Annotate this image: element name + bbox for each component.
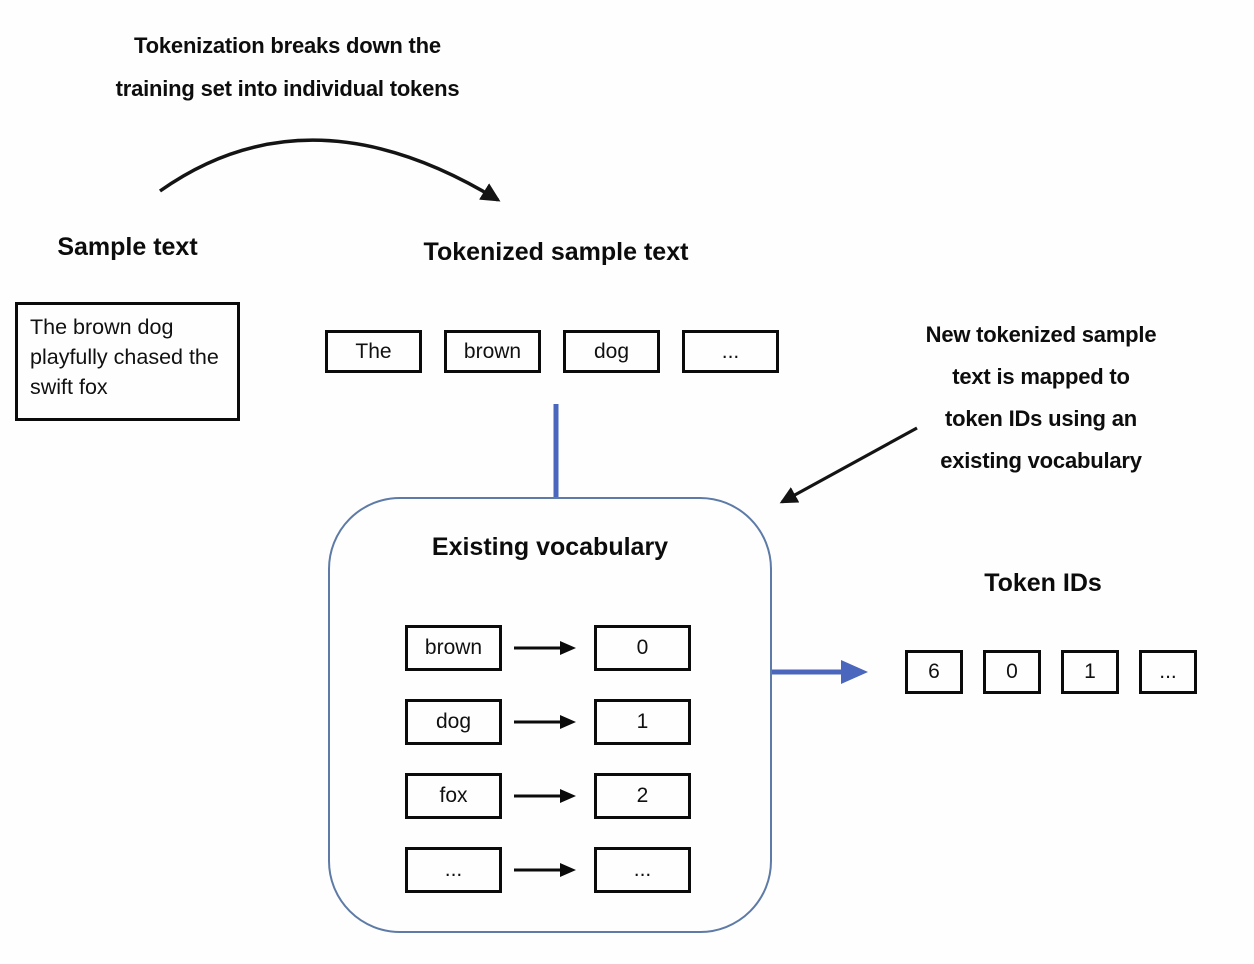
vocabulary-row: brown 0 <box>405 625 691 671</box>
top-annotation: Tokenization breaks down the training se… <box>85 24 490 110</box>
token-row: The brown dog ... <box>325 330 779 373</box>
top-annotation-line2: training set into individual tokens <box>115 76 460 101</box>
right-annotation-line2: text is mapped to <box>952 364 1130 389</box>
vocab-id-box: 1 <box>594 699 691 745</box>
vocab-token-box: ... <box>405 847 502 893</box>
curved-arrow-icon <box>158 138 501 202</box>
vocabulary-row: fox 2 <box>405 773 691 819</box>
sample-text-box: The brown dog playfully chased the swift… <box>15 302 240 421</box>
token-ids-heading: Token IDs <box>984 569 1102 597</box>
vocab-id-box: 2 <box>594 773 691 819</box>
map-arrow-icon <box>514 641 576 655</box>
vocab-token-box: dog <box>405 699 502 745</box>
token-box: brown <box>444 330 541 373</box>
vocab-id-box: 0 <box>594 625 691 671</box>
flow-arrowhead-icon <box>841 660 868 684</box>
token-box: The <box>325 330 422 373</box>
token-box: dog <box>563 330 660 373</box>
top-annotation-line1: Tokenization breaks down the <box>134 33 441 58</box>
right-annotation-line1: New tokenized sample <box>925 322 1157 347</box>
token-ids-row: 6 0 1 ... <box>905 650 1197 694</box>
vocabulary-row: ... ... <box>405 847 691 893</box>
vocabulary-row: dog 1 <box>405 699 691 745</box>
token-id-box: ... <box>1139 650 1197 694</box>
vocab-id-box: ... <box>594 847 691 893</box>
map-arrow-icon <box>514 715 576 729</box>
token-id-box: 0 <box>983 650 1041 694</box>
token-box: ... <box>682 330 779 373</box>
vocabulary-rows: brown 0 dog 1 fox <box>405 625 691 921</box>
right-annotation: New tokenized sample text is mapped to t… <box>890 314 1192 482</box>
vocabulary-container: Existing vocabulary brown 0 dog 1 fox <box>328 497 772 933</box>
sample-text-heading: Sample text <box>57 233 198 261</box>
right-annotation-line4: existing vocabulary <box>940 448 1142 473</box>
map-arrow-icon <box>514 789 576 803</box>
tokenized-heading: Tokenized sample text <box>423 238 689 266</box>
right-annotation-line3: token IDs using an <box>945 406 1137 431</box>
vocab-token-box: fox <box>405 773 502 819</box>
map-arrow-icon <box>514 863 576 877</box>
token-id-box: 6 <box>905 650 963 694</box>
vocabulary-heading: Existing vocabulary <box>431 533 669 561</box>
token-id-box: 1 <box>1061 650 1119 694</box>
vocab-token-box: brown <box>405 625 502 671</box>
